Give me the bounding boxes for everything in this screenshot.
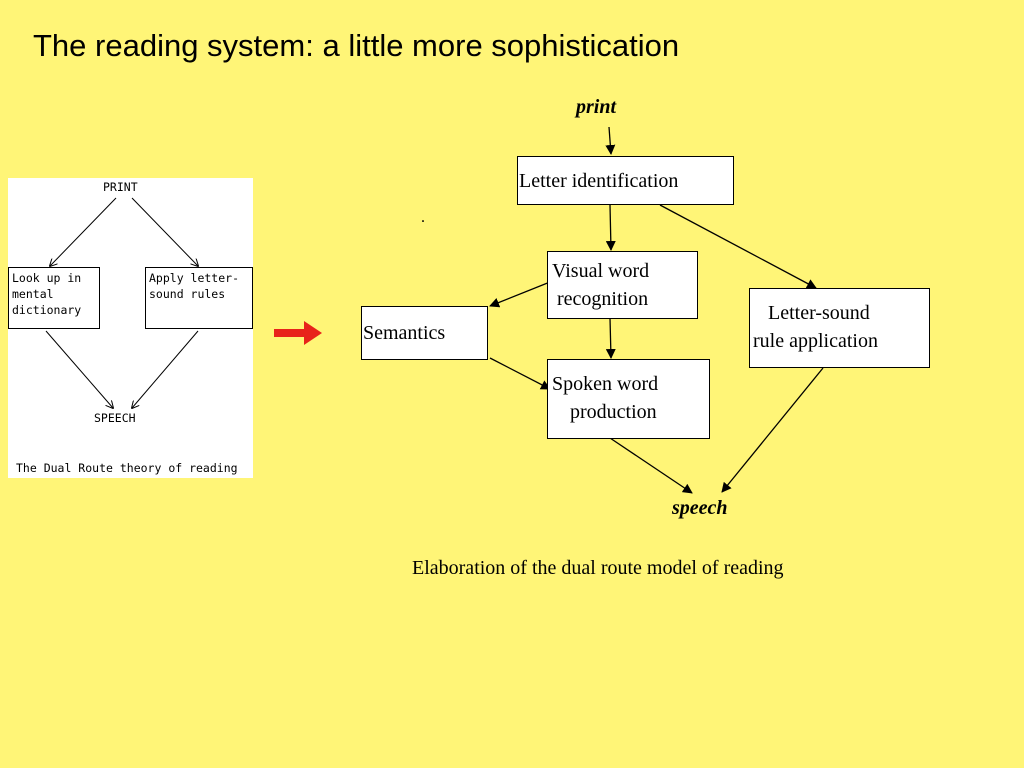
- spoken-word-production-node: Spoken word production: [547, 359, 710, 439]
- print-to-letter-id-arrow: [605, 126, 616, 155]
- dual-route-figure: PRINT Look up in mental dictionary Apply…: [8, 178, 253, 478]
- letter-identification-label: Letter identification: [519, 170, 679, 192]
- spoken-word-line1: Spoken word: [552, 373, 659, 395]
- print-to-lookup-arrow: [50, 197, 117, 266]
- print-input-label: print: [576, 96, 617, 118]
- speech-output-label: speech: [672, 497, 728, 519]
- letter-identification-node: Letter identification: [517, 156, 734, 205]
- lookup-box: Look up in mental dictionary: [8, 267, 100, 329]
- print-label: PRINT: [103, 180, 138, 194]
- rules-to-speech-arrow: [132, 330, 199, 408]
- letter-id-to-letter-sound-arrow: [659, 204, 817, 289]
- slide-title: The reading system: a little more sophis…: [33, 28, 680, 63]
- visual-to-spoken-arrow: [605, 317, 616, 359]
- semantics-label: Semantics: [363, 322, 446, 344]
- letter-sound-box: Apply letter- sound rules: [145, 267, 253, 329]
- visual-word-line1: Visual word: [552, 260, 650, 282]
- spoken-word-line2: production: [570, 401, 657, 423]
- letter-sound-rule-node: Letter-sound rule application: [749, 288, 930, 368]
- letter-id-to-visual-arrow: [605, 204, 616, 251]
- visual-word-line2: recognition: [552, 288, 649, 310]
- spoken-to-speech-arrow: [609, 437, 693, 494]
- letter-sound-to-speech-arrow: [721, 367, 824, 493]
- print-to-rules-arrow: [131, 197, 198, 266]
- speech-label: SPEECH: [94, 411, 136, 425]
- visual-to-semantics-arrow: [489, 281, 551, 308]
- semantics-to-spoken-arrow: [489, 357, 551, 390]
- model-caption: Elaboration of the dual route model of r…: [412, 557, 784, 579]
- right-arrow-icon: [272, 318, 324, 353]
- letter-sound-line2: rule application: [753, 330, 878, 352]
- visual-word-recognition-node: Visual word recognition: [547, 251, 698, 319]
- letter-sound-line1: Letter-sound: [768, 302, 870, 324]
- semantics-node: Semantics: [361, 306, 488, 360]
- dual-route-arrows: [45, 197, 253, 478]
- dual-route-caption: The Dual Route theory of reading: [16, 461, 238, 475]
- lookup-to-speech-arrow: [45, 330, 113, 408]
- stray-dot: .: [421, 209, 425, 226]
